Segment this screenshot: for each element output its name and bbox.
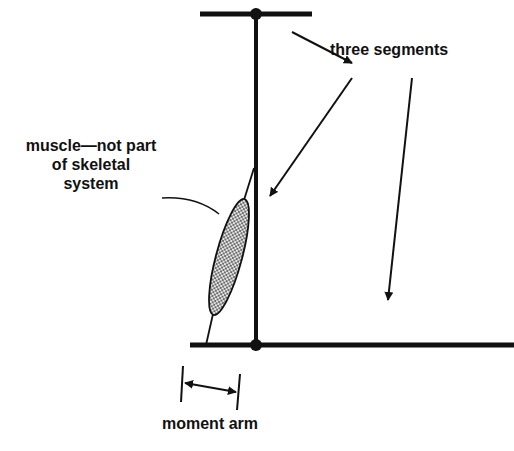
pointer-label: three segments: [330, 40, 480, 59]
pointer-arrow: [270, 78, 352, 196]
middle-segment: [254, 14, 258, 345]
dimension-arrow: [185, 383, 236, 392]
tendon: [244, 168, 254, 200]
joint: [250, 8, 262, 20]
dimension-label: moment arm: [140, 414, 280, 433]
bottom-segment: [190, 343, 514, 348]
callout-label: muscle—not part of skeletal system: [24, 136, 158, 193]
pointer-arrow: [388, 78, 412, 300]
leader-line: [162, 198, 219, 214]
dimension-tick: [237, 374, 240, 410]
dimension-tick: [181, 366, 183, 402]
joint: [250, 339, 262, 351]
tendon: [206, 314, 213, 345]
muscle: [201, 196, 257, 319]
